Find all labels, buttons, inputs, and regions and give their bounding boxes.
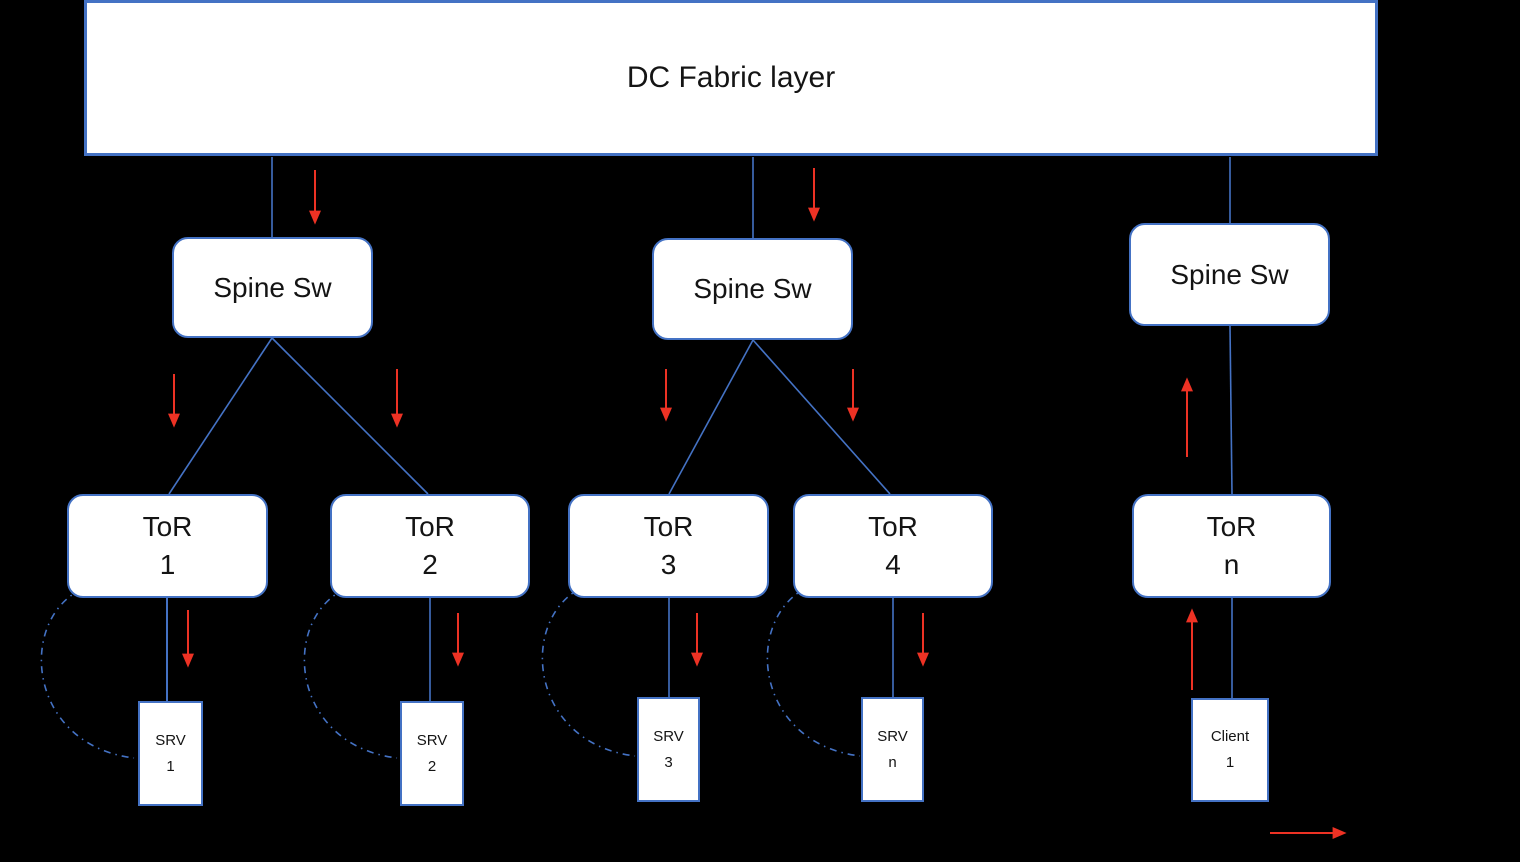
loopback-arc-tor4-srvn [766, 586, 861, 757]
tor-label: ToR [142, 511, 193, 542]
tor-box-1: ToR 1 [67, 494, 268, 598]
dc-fabric-label: DC Fabric layer [626, 61, 836, 94]
srv-box-n: SRV n [861, 697, 924, 802]
endpoint-label: SRV [877, 727, 908, 745]
endpoint-label: SRV [653, 727, 684, 745]
tor-box-4: ToR 4 [793, 494, 993, 598]
tor-box-3: ToR 3 [568, 494, 769, 598]
spine-sw-label: Spine Sw [1170, 258, 1289, 290]
spine-sw-label: Spine Sw [213, 271, 332, 303]
loopback-arc-tor3-srv3 [541, 586, 636, 757]
tor-number: 3 [660, 549, 677, 580]
srv-box-1: SRV 1 [138, 701, 203, 806]
tor-box-2: ToR 2 [330, 494, 530, 598]
spine-sw-box-1: Spine Sw [172, 237, 373, 338]
tor-label: ToR [1206, 511, 1257, 542]
tor-label: ToR [405, 511, 455, 542]
link-spine1-tor2 [271, 337, 429, 495]
loopback-arc-tor2-srv2 [303, 588, 398, 759]
srv-box-2: SRV 2 [400, 701, 464, 806]
tor-number: 1 [159, 549, 176, 580]
tor-label: ToR [643, 511, 694, 542]
spine-sw-box-2: Spine Sw [652, 238, 853, 340]
endpoint-number: 1 [1225, 754, 1235, 771]
endpoint-label: SRV [155, 731, 186, 749]
link-spine2-tor4 [752, 339, 891, 495]
spine-sw-box-3: Spine Sw [1129, 223, 1330, 326]
link-spine1-tor1 [168, 337, 273, 495]
dc-fabric-box: DC Fabric layer [84, 0, 1378, 156]
endpoint-number: 3 [664, 753, 673, 771]
endpoint-label: Client [1210, 728, 1250, 745]
endpoint-number: 2 [427, 757, 437, 775]
tor-box-n: ToR n [1132, 494, 1331, 598]
link-spine3-torn [1229, 325, 1233, 495]
tor-number: 4 [885, 549, 901, 580]
link-spine2-tor3 [668, 339, 754, 495]
client-box-1: Client 1 [1191, 698, 1269, 802]
srv-box-3: SRV 3 [637, 697, 700, 802]
tor-label: ToR [868, 511, 918, 542]
spine-sw-label: Spine Sw [693, 273, 812, 304]
endpoint-number: n [888, 753, 897, 771]
tor-number: 2 [422, 549, 438, 580]
endpoint-label: SRV [416, 731, 448, 749]
loopback-arc-tor1-srv1 [40, 588, 135, 759]
tor-number: n [1223, 549, 1240, 580]
endpoint-number: 1 [166, 757, 175, 775]
